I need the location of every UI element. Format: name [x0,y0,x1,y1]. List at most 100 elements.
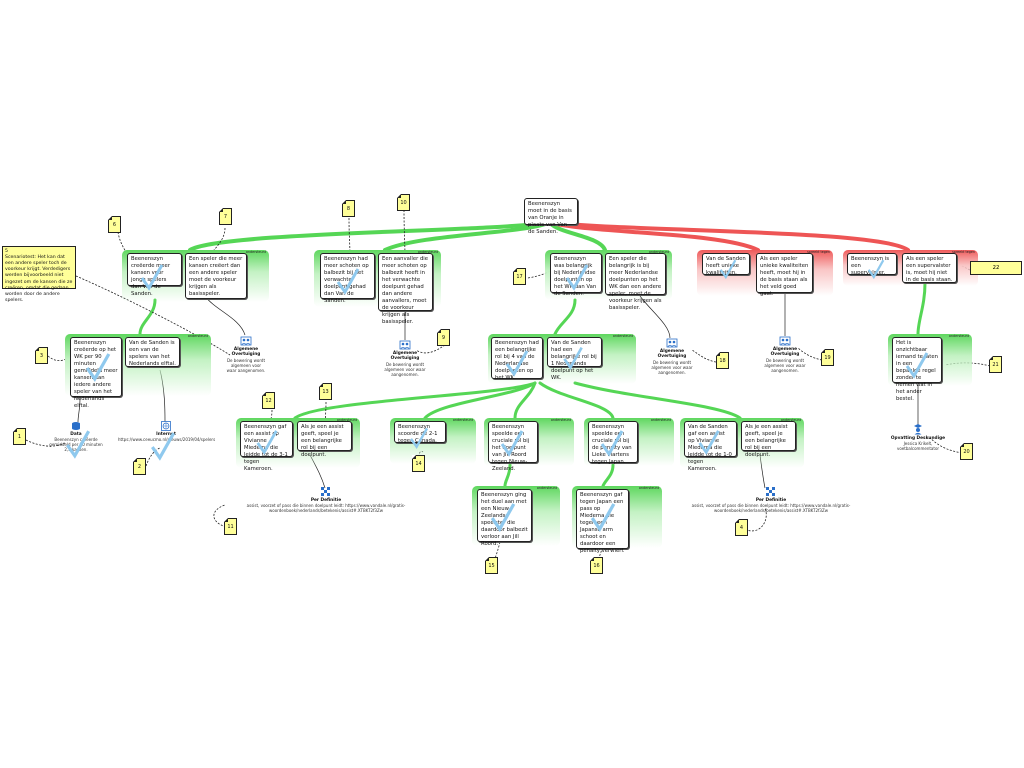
argument-card[interactable]: Als je een assist geeft, speel je een be… [741,421,796,458]
note-number: 3 [39,353,44,359]
note-link-12 [267,409,273,429]
note-9[interactable]: 9 [437,329,450,346]
link-root-g2 [383,221,550,252]
note-link-20 [929,437,963,454]
argument-card[interactable]: Beenenszyn speelde een cruciale rol bij … [488,421,538,472]
source-title: Opvatting Deskundige [890,436,946,441]
note-12[interactable]: 12 [262,392,275,409]
argument-card[interactable]: Een speler die meer kansen creëert dan e… [185,253,247,299]
note-7[interactable]: 7 [219,208,232,225]
source-definition[interactable]: Per Definitie assist, voorzet of pass di… [683,487,859,513]
note-11[interactable]: 11 [224,518,237,535]
note-number: 17 [516,274,523,280]
link-b3-d3 [423,381,537,420]
note-16[interactable]: 16 [590,557,603,574]
card-text: Als je een assist geeft, speel je een be… [301,424,344,459]
link-root-g3 [548,221,607,252]
database-icon [72,422,80,430]
note-number: 12 [265,398,272,404]
note-4[interactable]: 4 [735,519,748,536]
check-icon [905,352,929,379]
check-icon [600,430,624,457]
check-icon [590,503,616,532]
check-icon [719,259,737,280]
note-8[interactable]: 8 [342,200,355,217]
group-label: ondersteunt [780,418,801,422]
group-label: ondersteunt [245,250,266,254]
source-title: Algemene Overtuiging [657,349,687,360]
card-text: Een speler die meer kansen creëert dan e… [189,256,243,298]
link-g1-b [138,298,157,336]
card-text: Als je een assist geeft, speel je een be… [745,424,788,459]
argument-card[interactable]: Als je een assist geeft, speel je een be… [297,421,352,458]
note-13[interactable]: 13 [319,383,332,400]
argument-card[interactable]: Een aanvaller die meer schoten op balbez… [378,253,433,325]
note-link-10 [403,209,406,259]
source-definition[interactable]: Per Definitie assist, voorzet of pass di… [238,487,414,513]
source-general-belief[interactable]: Algemene Overtuiging De bewering wordt a… [650,338,694,375]
source-internet[interactable]: Internet https://www.ceeucmo.nl/nieuws/2… [118,421,215,442]
source-expert-opinion[interactable]: Opvatting Deskundige Jessica Krikelt, vo… [890,423,946,451]
note-3[interactable]: 3 [35,347,48,364]
source-general-belief[interactable]: Algemene Overtuiging De bewering wordt a… [226,336,266,373]
note-22[interactable]: 22 [970,261,1022,275]
argument-card[interactable]: Beenenszyn had meer schoten op balbezit … [320,253,375,304]
note-1[interactable]: 1 [13,428,26,445]
card-text: Van de Sanden gaf een assist op Vivianne… [688,424,732,473]
group-label: spreekt tegen [952,250,975,254]
note-6[interactable]: 6 [108,216,121,233]
card-text: Als een speler unieke kwaliteiten heeft,… [760,256,809,298]
check-icon [490,503,516,532]
note-link-5 [75,275,231,356]
note-number: 16 [593,563,600,569]
note-number: 22 [992,265,1000,271]
group-label: ondersteunt [536,486,557,490]
link-b4-d6 [573,381,742,420]
scenario-note[interactable]: 5 Scenariotest: Het kan dat een andere s… [2,246,76,303]
source-title: Per Definitie [310,498,342,503]
argument-card[interactable]: Van de Sanden heeft unieke kwaliteiten. [702,253,750,276]
argument-card[interactable]: Beenenszyn creëerde op het WK per 90 min… [70,337,122,409]
argument-card[interactable]: Een speler die belangrijk is bij meer Ne… [605,253,666,311]
note-17[interactable]: 17 [513,268,526,285]
source-data[interactable]: Data Beenenszyn creëerde gemiddeld per 9… [48,421,104,452]
link-b3-d5 [538,381,615,420]
note-link-9 [415,344,446,354]
source-title: Internet [156,432,176,437]
note-2[interactable]: 2 [133,458,146,475]
note-10[interactable]: 10 [397,194,410,211]
note-15[interactable]: 15 [485,557,498,574]
source-general-belief[interactable]: Algemene Overtuiging De bewering wordt a… [762,336,808,373]
argument-card[interactable]: Van de Sanden is een van de spelers van … [125,337,180,367]
link-d4-e1 [503,463,512,488]
card-text: Beenenszyn had meer schoten op balbezit … [324,256,369,305]
note-link-2 [145,447,161,467]
note-20[interactable]: 20 [960,443,973,460]
note-14[interactable]: 14 [412,455,425,472]
check-icon [66,430,91,459]
note-link-6 [117,231,134,263]
argument-card[interactable]: Als een speler unieke kwaliteiten heeft,… [756,253,813,297]
card-text: Als een speler een supervalster is, moet… [906,256,953,284]
argument-card[interactable]: Beenenszyn ging het duel aan met een Nie… [477,489,532,547]
note-number: 19 [824,355,831,361]
argument-card[interactable]: Van de Sanden gaf een assist op Vivianne… [684,421,737,472]
checkered-icon [766,487,775,496]
source-general-belief[interactable]: Algemene Overtuiging De bewering wordt a… [384,340,426,377]
note-21[interactable]: 21 [989,356,1002,373]
group-label: ondersteunt [417,250,438,254]
argument-card[interactable]: Het is onzichtbaar iemand te laten in ee… [892,337,942,402]
note-19[interactable]: 19 [821,349,834,366]
checkered-icon [321,487,330,496]
source-text: assist, voorzet of pass die binnen doelp… [691,503,851,514]
argument-card[interactable]: Beenenszyn gaf tegen Japan een pass op M… [576,489,629,554]
root-claim[interactable]: Beenenszyn moet in de basis van Oranje i… [524,198,578,235]
check-icon [151,432,176,461]
source-text: De bewering wordt algemeen voor waar aan… [651,359,693,375]
argument-card[interactable]: Als een speler een supervalster is, moet… [902,253,957,283]
note-18[interactable]: 18 [716,352,729,369]
check-icon [563,346,583,370]
argument-card[interactable]: Beenenszyn had een belangrijke rol bij 4… [491,337,543,381]
card-text: Beenenszyn gaf tegen Japan een pass op M… [580,492,625,555]
people-icon [240,336,252,346]
